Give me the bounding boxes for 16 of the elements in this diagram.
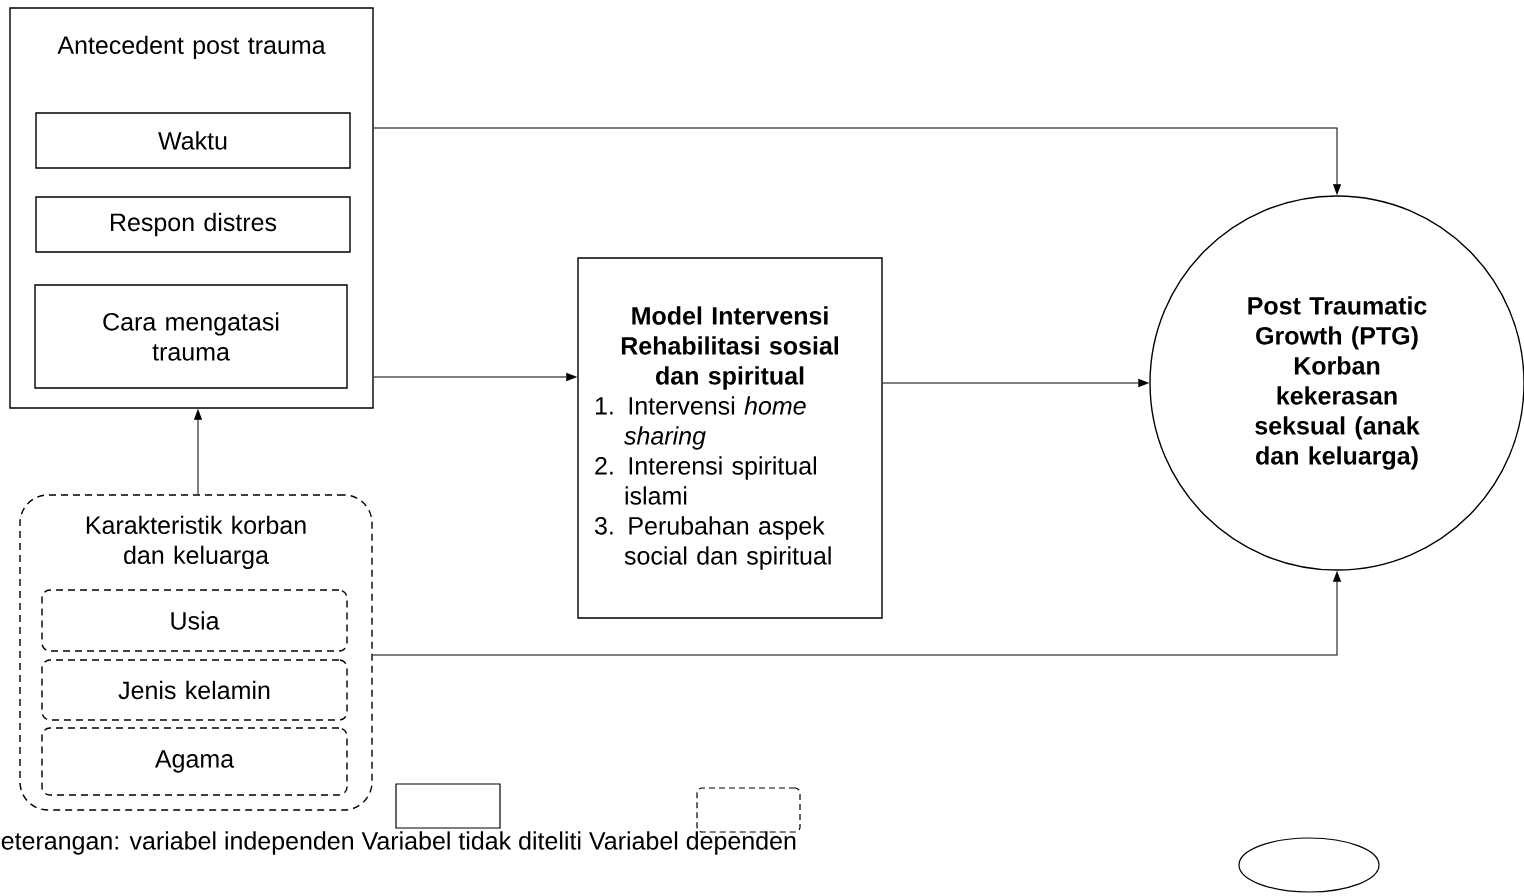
legend-sample: [395, 783, 501, 829]
arrow: [373, 127, 1341, 195]
variable-box: Respon distres: [35, 196, 351, 253]
legend-note: eterangan: variabel independen Variabel tidak diteliti Variabel dependen: [1, 831, 796, 855]
arrow: [373, 373, 577, 381]
intervention-box: Model Intervensi Rehabilitasi sosial dan spiritual 1. Intervensi home sharing 2. Interensi spiritual islami 3. Perubahan aspek social dan spiritual: [577, 257, 883, 619]
arrow: [882, 379, 1149, 387]
dashed-variable-box: Jenis kelamin: [41, 659, 348, 721]
arrow: [194, 409, 202, 495]
arrow: [372, 571, 1341, 656]
variable-box: Waktu: [35, 112, 351, 169]
dashed-variable-box: Agama: [41, 727, 348, 796]
dashed-variable-box: Usia: [41, 589, 348, 652]
legend-sample: [696, 787, 801, 833]
legend-sample: [1238, 837, 1380, 893]
variable-box: Cara mengatasi trauma: [34, 284, 348, 389]
